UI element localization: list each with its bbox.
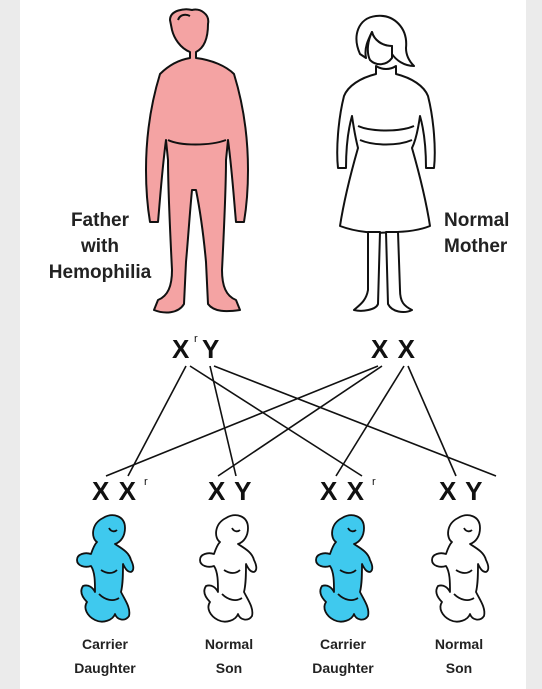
child2-genotype: X Y [208, 476, 252, 507]
child1-genotype-superscript: r [144, 476, 148, 488]
line-father-y-to-child2 [210, 366, 236, 476]
mother-label-line1: Normal [444, 208, 509, 234]
child1-label: Carrier Daughter [50, 636, 160, 676]
child3-label: Carrier Daughter [288, 636, 398, 676]
father-label-line2: with [34, 234, 166, 260]
child3-genotype-superscript: r [372, 476, 376, 488]
child3-genotype: X X [320, 476, 365, 507]
baby-body-2 [200, 515, 256, 621]
baby-figure-1 [77, 515, 133, 621]
child2-label-line1: Normal [174, 636, 284, 652]
child3-label-line2: Daughter [288, 660, 398, 676]
mother-genotype: X X [371, 334, 416, 365]
line-father-x-to-child1 [128, 366, 186, 476]
line-mother-x2-to-child3 [336, 366, 404, 476]
baby-body-4 [432, 515, 488, 621]
baby-figure-2 [200, 515, 256, 621]
child2-label-line2: Son [174, 660, 284, 676]
baby-figure-4 [432, 515, 488, 621]
mother-legs [354, 232, 412, 312]
father-genotype-x: X [172, 334, 190, 365]
father-label-line1: Father [34, 208, 166, 234]
father-label-line3: Hemophilia [34, 260, 166, 286]
child3-label-line1: Carrier [288, 636, 398, 652]
child4-label-line2: Son [404, 660, 514, 676]
father-genotype-superscript: r [194, 333, 198, 345]
child1-label-line1: Carrier [50, 636, 160, 652]
line-mother-x2-to-child4 [408, 366, 456, 476]
mother-figure [337, 16, 435, 312]
child1-genotype: X X [92, 476, 137, 507]
child4-label: Normal Son [404, 636, 514, 676]
inheritance-lines [106, 366, 496, 476]
children-figures [77, 515, 488, 621]
child4-genotype: X Y [439, 476, 483, 507]
baby-body-1 [77, 515, 133, 621]
child4-label-line1: Normal [404, 636, 514, 652]
mother-label-line2: Mother [444, 234, 509, 260]
child2-label: Normal Son [174, 636, 284, 676]
baby-figure-3 [316, 515, 372, 621]
father-genotype-y: Y [202, 334, 220, 365]
mother-body [337, 66, 435, 233]
mother-label: Normal Mother [444, 208, 509, 260]
child1-label-line2: Daughter [50, 660, 160, 676]
baby-body-3 [316, 515, 372, 621]
father-label: Father with Hemophilia [34, 208, 166, 286]
line-father-y-to-child4 [214, 366, 496, 476]
